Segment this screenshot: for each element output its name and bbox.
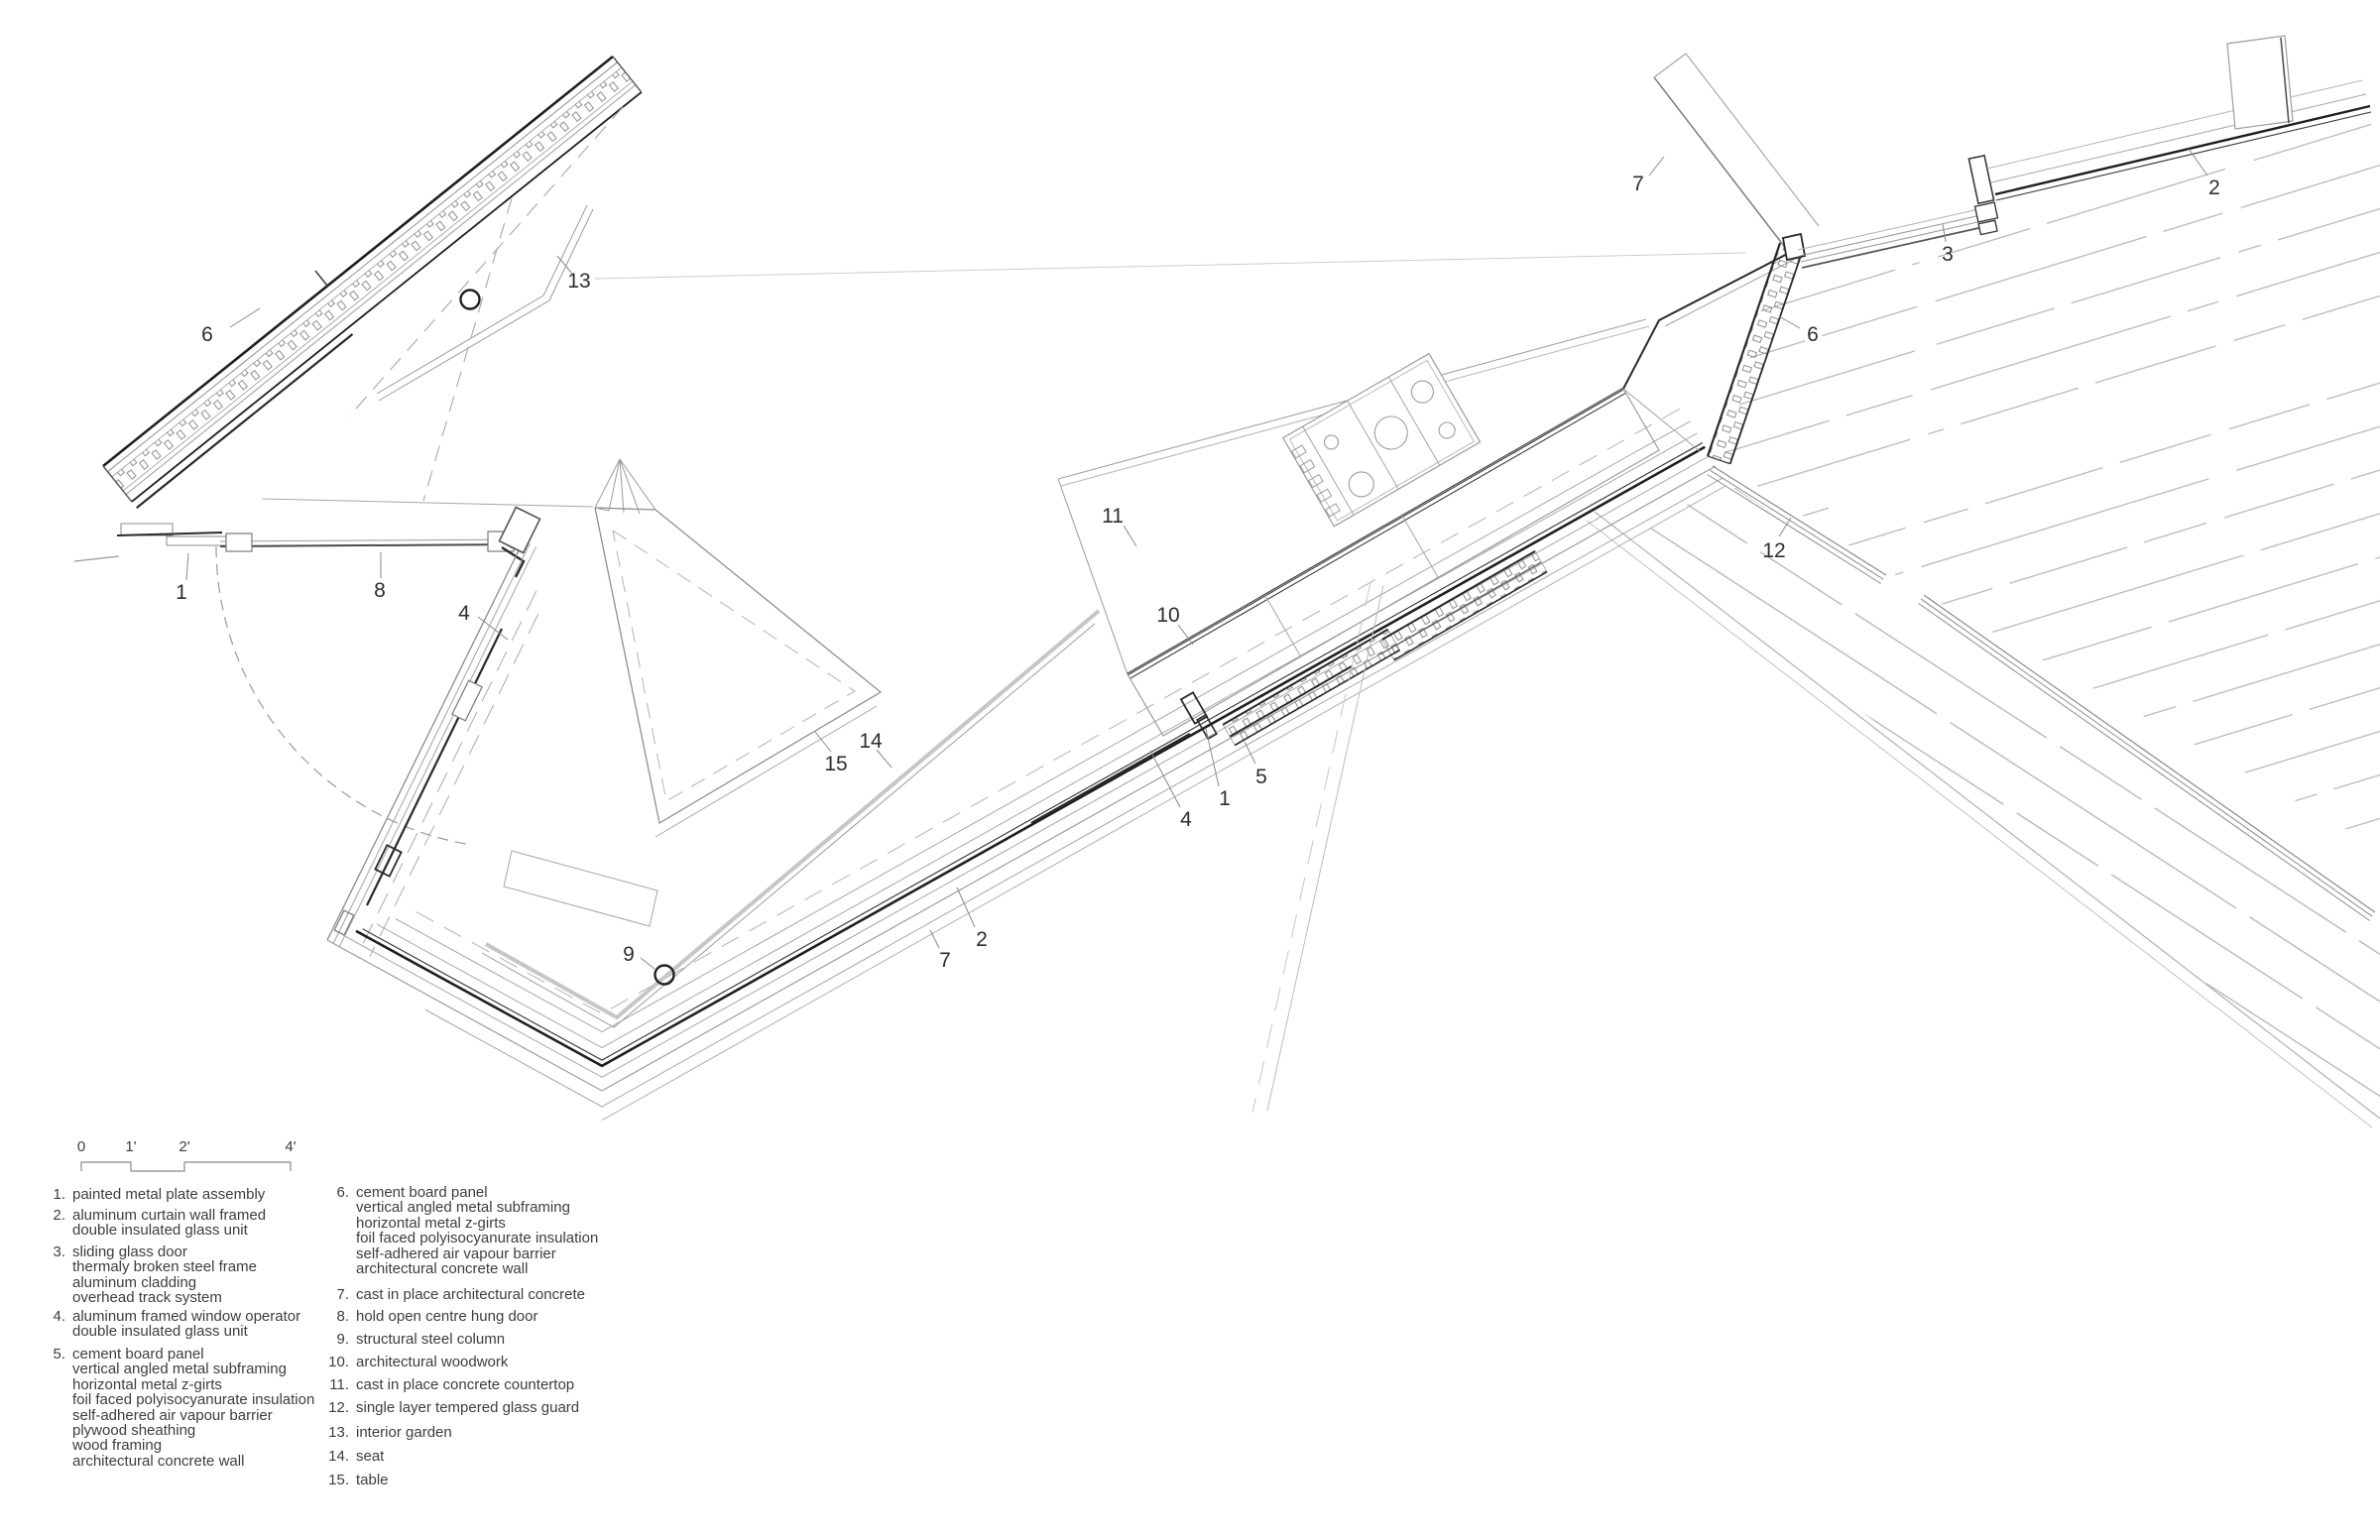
callout-leaders bbox=[185, 148, 2208, 970]
callout-13: 13 bbox=[567, 270, 590, 293]
kitchen-counter bbox=[1057, 249, 1802, 737]
callout-numbers: 6 13 1 8 4 15 14 9 7 2 11 10 5 1 4 7 3 6… bbox=[176, 173, 2220, 972]
callout-1-right: 1 bbox=[1219, 787, 1231, 810]
bay-boundary-nest bbox=[326, 407, 1726, 1122]
wall-band-upper-left bbox=[102, 55, 643, 509]
callout-8: 8 bbox=[374, 579, 386, 602]
scale-bar-labels: 0 1' 2' 4' bbox=[0, 1138, 397, 1156]
threshold-metal-plate bbox=[73, 523, 231, 562]
seat-band bbox=[481, 609, 1101, 1028]
scale-label-2: 2' bbox=[178, 1138, 190, 1155]
callout-6-right: 6 bbox=[1807, 323, 1819, 346]
window-operator-band bbox=[326, 506, 541, 957]
callout-2-top: 2 bbox=[2208, 177, 2220, 199]
callout-12: 12 bbox=[1762, 539, 1785, 562]
steel-column-icon bbox=[459, 289, 675, 986]
callout-11: 11 bbox=[1102, 505, 1124, 528]
callout-7-bottom: 7 bbox=[939, 949, 951, 972]
callout-10: 10 bbox=[1156, 604, 1179, 627]
sliding-door-curtain-wall bbox=[1781, 35, 2372, 269]
callout-1-left: 1 bbox=[176, 581, 187, 604]
callout-9: 9 bbox=[623, 943, 635, 966]
callout-3: 3 bbox=[1942, 243, 1954, 266]
callout-5: 5 bbox=[1255, 766, 1267, 788]
concrete-wall-top-right bbox=[1653, 53, 1820, 251]
scale-label-4: 4' bbox=[285, 1138, 297, 1155]
scale-label-0: 0 bbox=[76, 1138, 86, 1155]
callout-4-right: 4 bbox=[1180, 808, 1192, 831]
projection-lines bbox=[1251, 582, 1384, 1114]
upper-deck-planks bbox=[1719, 122, 2380, 848]
callout-2-bottom: 2 bbox=[976, 928, 988, 951]
glass-guard bbox=[1707, 465, 2376, 921]
scale-label-1: 1' bbox=[125, 1138, 137, 1155]
wall-band-counter bbox=[1179, 550, 1548, 747]
cooktop bbox=[1281, 352, 1482, 528]
callout-15: 15 bbox=[824, 753, 847, 775]
interior-garden bbox=[262, 106, 1746, 508]
lower-deck-planks bbox=[1586, 488, 2380, 1128]
callout-7-top: 7 bbox=[1632, 173, 1644, 195]
table bbox=[503, 458, 883, 927]
callout-14: 14 bbox=[859, 730, 883, 753]
scale-bar bbox=[80, 1161, 292, 1172]
callout-4-left: 4 bbox=[458, 602, 470, 625]
callout-6-left: 6 bbox=[201, 323, 213, 346]
